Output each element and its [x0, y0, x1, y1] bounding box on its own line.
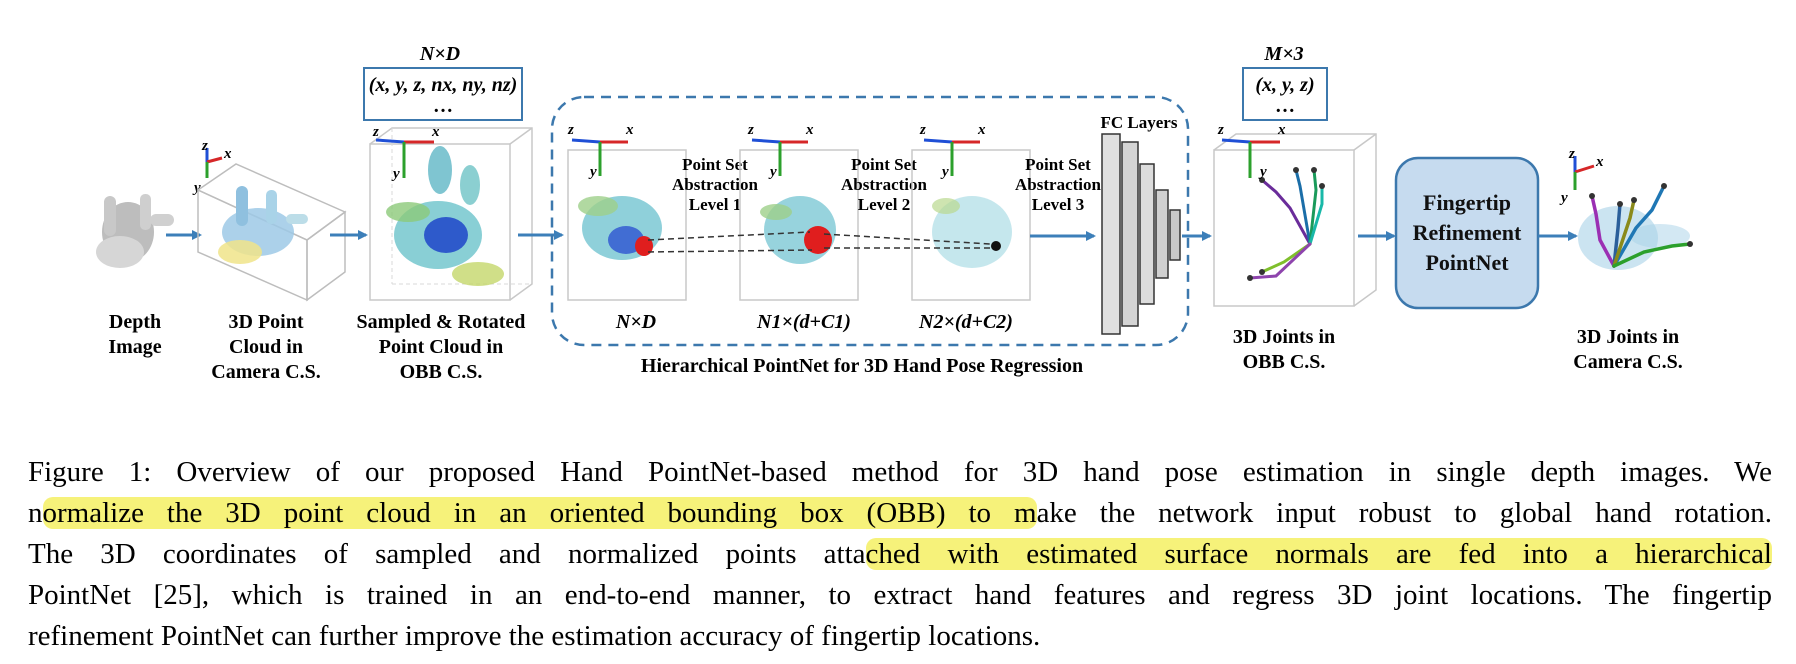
- level-1-label-2: Abstraction: [672, 175, 758, 194]
- label-depth-image-1: Depth: [109, 311, 161, 333]
- caption-line-5: refinement PointNet can further improve …: [28, 620, 1041, 652]
- level-3-label-1: Point Set: [1025, 155, 1091, 174]
- svg-text:z: z: [919, 122, 926, 138]
- axes-icon: z x y: [747, 122, 814, 180]
- output-joint-ellipsis: …: [1275, 95, 1295, 117]
- input-feature-ellipsis: …: [433, 95, 453, 117]
- level-1-label-3: Level 1: [689, 195, 741, 214]
- dim-level-1: N×D: [615, 311, 656, 333]
- svg-text:x: x: [977, 122, 986, 138]
- point-cloud-obb-cs: [369, 127, 533, 301]
- axes-icon: z x y: [192, 138, 232, 196]
- fc-layers: [1101, 133, 1181, 335]
- level-links: [647, 231, 991, 253]
- refinement-label-1: Fingertip: [1423, 190, 1511, 215]
- input-feature-row: (x, y, z, nx, ny, nz): [369, 74, 518, 96]
- svg-text:y: y: [391, 166, 400, 182]
- fc-layers-label: FC Layers: [1101, 113, 1178, 132]
- svg-text:z: z: [567, 122, 574, 138]
- svg-text:y: y: [940, 164, 949, 180]
- highlight-1: ormalize the 3D point cloud in an orient…: [42, 497, 1037, 529]
- fingertip-refinement-pointnet-box: [1394, 156, 1540, 310]
- group-title: Hierarchical PointNet for 3D Hand Pose R…: [641, 355, 1083, 377]
- label-joints-obb-1: 3D Joints in: [1233, 326, 1335, 348]
- input-feature-box: [363, 67, 523, 121]
- caption-line-2: normalize the 3D point cloud in an orien…: [28, 497, 1772, 529]
- svg-text:x: x: [223, 146, 232, 162]
- label-sampled-2: Point Cloud in: [379, 336, 503, 358]
- refinement-label-2: Refinement: [1413, 220, 1522, 245]
- level-3-label-3: Level 3: [1032, 195, 1084, 214]
- depth-image: [96, 194, 174, 268]
- axes-icon: z x y: [1217, 122, 1286, 180]
- level-1-label-1: Point Set: [682, 155, 748, 174]
- axes-icon: z x y: [919, 122, 986, 180]
- caption-line-3: The 3D coordinates of sampled and normal…: [28, 538, 1772, 570]
- refinement-label-3: PointNet: [1425, 250, 1509, 275]
- svg-text:y: y: [588, 164, 597, 180]
- svg-text:z: z: [201, 138, 208, 154]
- input-dim-label: N×D: [419, 43, 460, 65]
- label-point-cloud-2: Cloud in: [229, 336, 303, 358]
- level-3-cloud: [911, 149, 1031, 301]
- svg-text:y: y: [1258, 164, 1267, 180]
- label-joints-camera-2: Camera C.S.: [1573, 351, 1682, 373]
- svg-text:x: x: [431, 124, 440, 140]
- svg-text:y: y: [768, 164, 777, 180]
- hierarchical-pointnet-group: [550, 95, 1190, 347]
- joints-camera-cs: [1578, 183, 1693, 270]
- level-2-label-2: Abstraction: [841, 175, 927, 194]
- svg-text:x: x: [805, 122, 814, 138]
- caption-line-4: PointNet [25], which is trained in an en…: [28, 579, 1772, 611]
- svg-text:x: x: [1277, 122, 1286, 138]
- level-2-label-3: Level 2: [858, 195, 910, 214]
- dim-level-2: N1×(d+C1): [756, 311, 851, 333]
- label-joints-camera-1: 3D Joints in: [1577, 326, 1679, 348]
- label-sampled-1: Sampled & Rotated: [357, 311, 526, 333]
- level-3-label-2: Abstraction: [1015, 175, 1101, 194]
- axes-icon: z x y: [1559, 146, 1604, 206]
- output-joint-box: [1242, 67, 1328, 121]
- caption-line-1: Figure 1: Overview of our proposed Hand …: [28, 456, 1772, 488]
- method-overview-figure: Depth Image z x y 3D Point Cloud in Came…: [96, 43, 1693, 383]
- figure-caption: Figure 1: Overview of our proposed Hand …: [28, 452, 1772, 657]
- label-sampled-3: OBB C.S.: [400, 361, 483, 383]
- svg-text:z: z: [1568, 146, 1575, 162]
- svg-text:z: z: [747, 122, 754, 138]
- axes-icon: z x y: [372, 124, 440, 182]
- dim-level-3: N2×(d+C2): [918, 311, 1013, 333]
- label-joints-obb-2: OBB C.S.: [1243, 351, 1326, 373]
- level-2-label-1: Point Set: [851, 155, 917, 174]
- svg-text:z: z: [372, 124, 379, 140]
- axes-icon: z x y: [567, 122, 634, 180]
- level-2-cloud: [739, 149, 859, 301]
- label-point-cloud-3: Camera C.S.: [211, 361, 320, 383]
- output-joint-row: (x, y, z): [1255, 74, 1314, 96]
- label-point-cloud-1: 3D Point: [229, 311, 304, 333]
- svg-text:z: z: [1217, 122, 1224, 138]
- output-dim-label: M×3: [1263, 43, 1303, 65]
- svg-text:x: x: [1595, 154, 1604, 170]
- svg-text:y: y: [1559, 190, 1568, 206]
- point-cloud-camera-cs: [196, 163, 347, 302]
- highlight-2: ched with estimated surface normals are …: [865, 538, 1772, 570]
- joints-obb-cs: [1213, 133, 1377, 307]
- level-1-cloud: [567, 149, 687, 301]
- label-depth-image-2: Image: [108, 336, 161, 358]
- svg-text:y: y: [192, 180, 201, 196]
- svg-text:x: x: [625, 122, 634, 138]
